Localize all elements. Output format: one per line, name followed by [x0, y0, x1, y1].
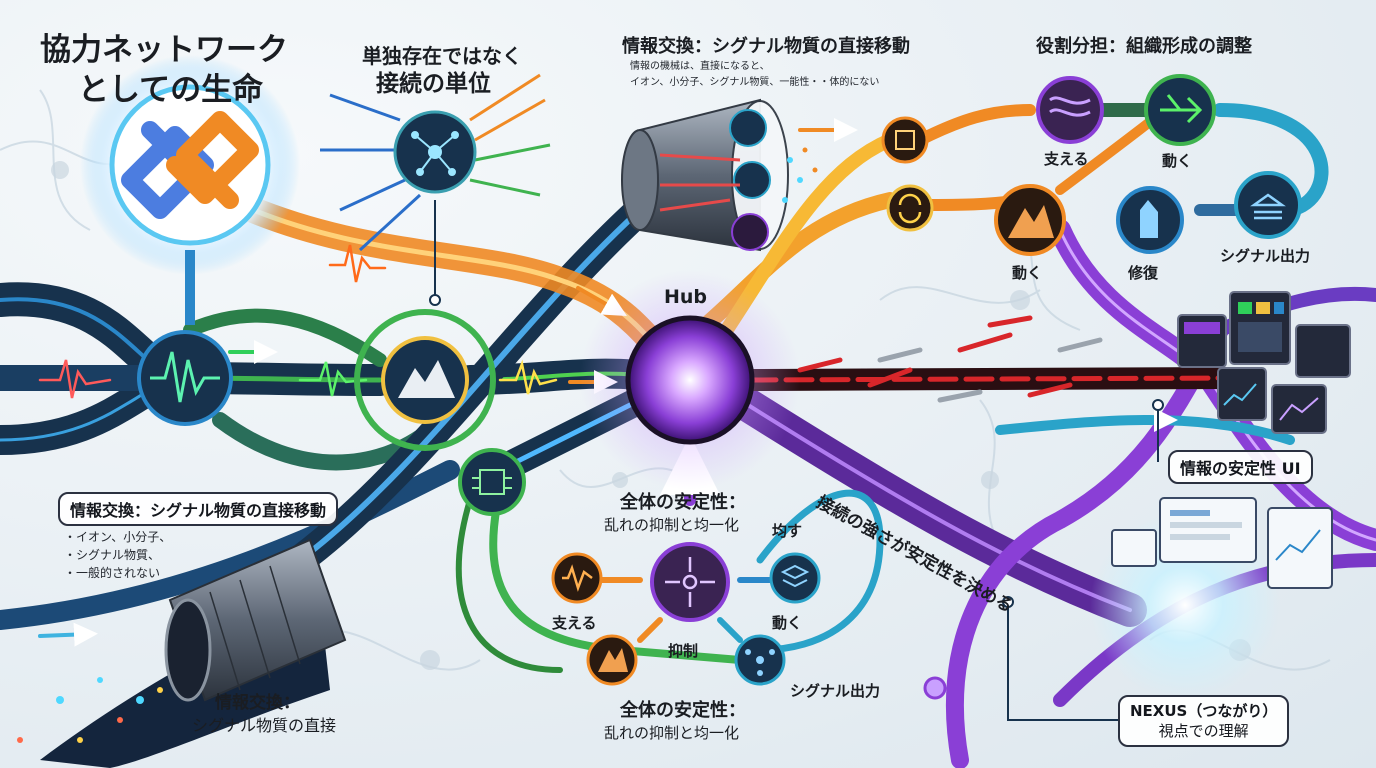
role-nodes: [881, 74, 1302, 256]
cluster-label-suppress: 抑制: [668, 642, 699, 660]
roles-title: 役割分担：組織形成の調整: [1036, 36, 1252, 57]
left-exchange-title: 情報交換：シグナル物質の直接移動: [58, 492, 339, 526]
left-exchange-item-3: ・一般的されない: [64, 566, 161, 580]
signal-waves: [38, 244, 558, 399]
unit-line1: 単独存在ではなく: [362, 44, 522, 68]
stability-lower-line2: 乱れの抑制と均一化: [604, 724, 740, 742]
nexus-line1: NEXUS（つながり）: [1130, 702, 1278, 720]
left-exchange-item-2: ・シグナル物質、: [64, 548, 161, 562]
logo-node: [80, 55, 300, 275]
cluster-label-support: 支える: [552, 614, 597, 632]
stability-lower-line1: 全体の安定性：: [620, 700, 746, 721]
role-label-support: 支える: [1044, 150, 1089, 168]
top-exchange-desc1: 情報の機械は、直接になると、: [630, 61, 770, 72]
top-tube: [621, 98, 818, 252]
role-label-signal: シグナル出力: [1220, 247, 1311, 265]
nexus-line2: 視点での理解: [1158, 722, 1249, 740]
title-line2: としての生命: [78, 72, 264, 108]
bottom-exchange-line2: シグナル物質の直接: [192, 716, 337, 735]
top-exchange-title: 情報交換：シグナル物質の直接移動: [622, 36, 910, 57]
cluster-label-even: 均す: [772, 522, 803, 540]
signal-tube: [17, 538, 347, 768]
role-loop: [1093, 103, 1329, 217]
hub-label: Hub: [664, 286, 708, 308]
cluster-nodes: [551, 542, 821, 686]
role-label-repair: 修復: [1128, 264, 1159, 282]
cluster-label-move: 動く: [772, 614, 803, 632]
nexus-node: [923, 497, 1333, 721]
title-line1: 協力ネットワーク: [40, 32, 288, 68]
cluster-label-signal: シグナル出力: [790, 682, 881, 700]
info-ui-label: 情報の安定性 UI: [1168, 450, 1313, 484]
bottom-exchange-line1: 情報交換：: [215, 693, 300, 713]
ui-panels: [1152, 291, 1351, 462]
stability-upper-line1: 全体の安定性：: [620, 492, 746, 513]
left-exchange-item-1: ・イオン、小分子、: [64, 530, 172, 544]
role-label-move-bottom: 動く: [1012, 264, 1043, 282]
stability-upper-line2: 乱れの抑制と均一化: [604, 516, 740, 534]
unit-node: [320, 73, 551, 306]
nexus-label: NEXUS（つながり） 視点での理解: [1118, 695, 1290, 747]
pulse-node: [137, 330, 233, 426]
red-disruption: [739, 315, 1241, 403]
mountain-node: [354, 309, 496, 451]
top-exchange-desc2: イオン、小分子、シグナル物質、一能性・・体的にない: [630, 77, 880, 88]
hub-node: [580, 270, 800, 490]
circuit-node: [458, 448, 526, 516]
role-label-move-top: 動く: [1162, 152, 1193, 170]
unit-line2: 接続の単位: [376, 71, 491, 97]
